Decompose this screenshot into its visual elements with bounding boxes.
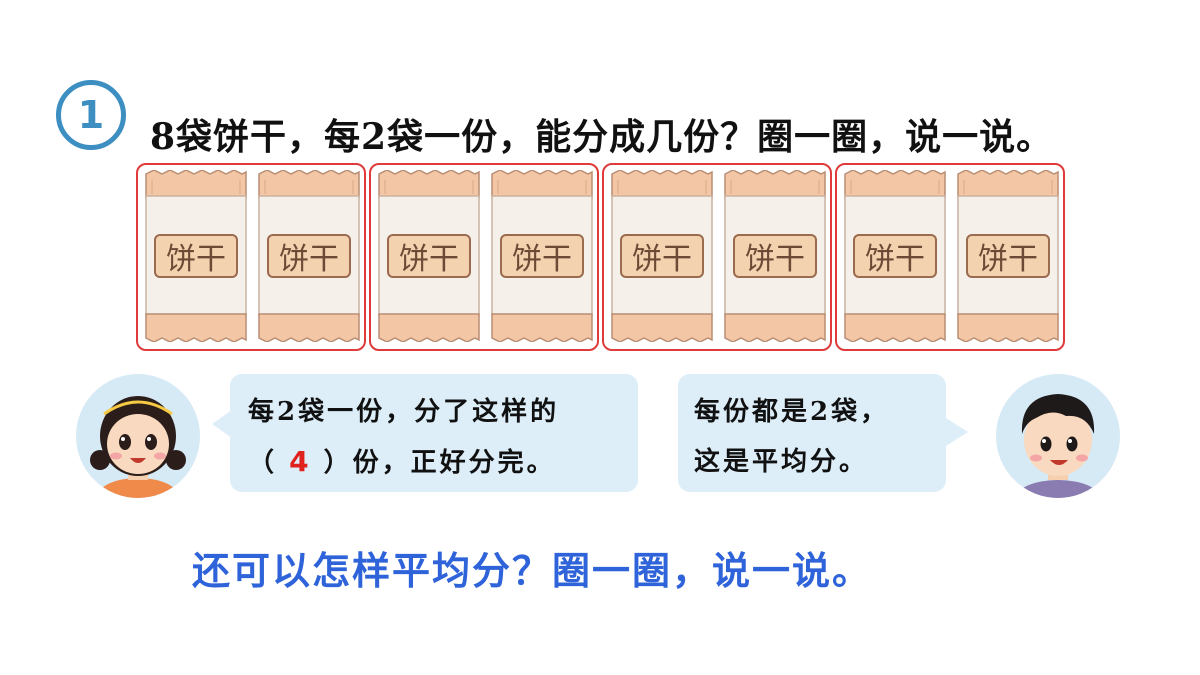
problem-question: 8袋饼干，每2袋一份，能分成几份？圈一圈，说一说。 [150, 116, 1054, 158]
speech-bubble-left: 每2袋一份，分了这样的 （ 4 ）份，正好分完。 [230, 374, 638, 492]
biscuit-group-1 [136, 163, 366, 351]
problem-number: 1 [77, 93, 105, 137]
bubble-left-line2-rest: ）份，正好分完。 [323, 448, 556, 478]
boy-avatar [996, 374, 1120, 498]
biscuit-label: 饼干 [154, 234, 238, 278]
biscuit-group-3 [602, 163, 832, 351]
biscuit-bag: 饼干 [610, 170, 714, 342]
biscuit-bag: 饼干 [144, 170, 248, 342]
biscuit-label: 饼干 [620, 234, 704, 278]
biscuit-bag: 饼干 [257, 170, 361, 342]
open-paren: （ [248, 448, 278, 478]
biscuit-label: 饼干 [733, 234, 817, 278]
bubble-left-line1: 每2袋一份，分了这样的 [248, 397, 560, 427]
bubble-right-line1: 每份都是2袋， [694, 397, 890, 427]
biscuit-label: 饼干 [387, 234, 471, 278]
problem-number-badge: 1 [56, 80, 126, 150]
biscuit-group-2 [369, 163, 599, 351]
biscuit-bag: 饼干 [723, 170, 827, 342]
biscuit-bag: 饼干 [377, 170, 481, 342]
biscuit-label: 饼干 [966, 234, 1050, 278]
follow-up-prompt: 还可以怎样平均分？圈一圈，说一说。 [192, 548, 873, 593]
biscuit-label: 饼干 [853, 234, 937, 278]
biscuit-bag: 饼干 [843, 170, 947, 342]
girl-avatar [76, 374, 200, 498]
biscuit-group-4 [835, 163, 1065, 351]
bubble-right-line2: 这是平均分。 [694, 447, 869, 477]
answer-value: 4 [289, 445, 312, 478]
bubble-tail-left [212, 410, 232, 438]
biscuit-label: 饼干 [267, 234, 351, 278]
bubble-tail-right [946, 418, 968, 446]
biscuit-label: 饼干 [500, 234, 584, 278]
bubble-left-line2: （ 4 ）份，正好分完。 [248, 442, 620, 492]
speech-bubble-right: 每份都是2袋， 这是平均分。 [678, 374, 946, 492]
biscuit-bag: 饼干 [490, 170, 594, 342]
biscuit-bag: 饼干 [956, 170, 1060, 342]
